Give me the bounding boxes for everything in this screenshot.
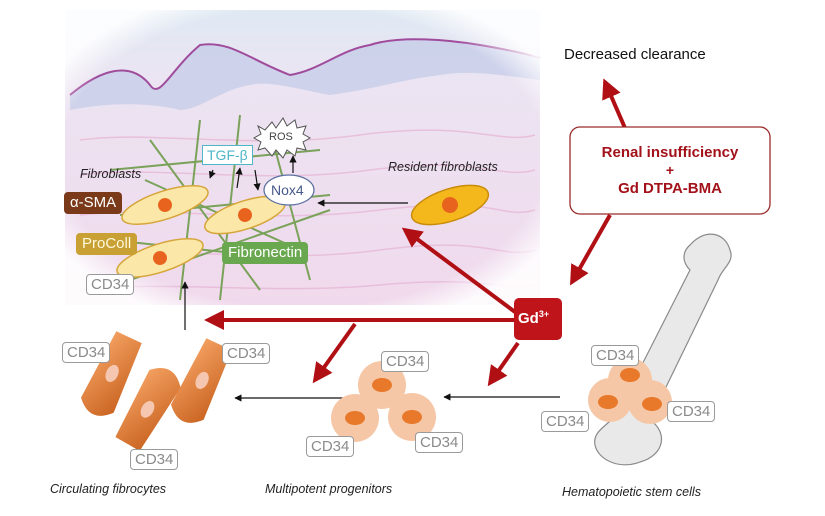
nox4-ellipse (263, 174, 315, 206)
cd34-badge: CD34 (381, 351, 430, 372)
resident-fibroblast-cell (410, 184, 490, 226)
fibronectin-label: Fibronectin (222, 242, 309, 264)
renal-box (569, 126, 771, 215)
gd-box (514, 298, 562, 340)
differentiation-arrows (234, 393, 560, 402)
multipotent-progenitors-label: Multipotent progenitors (265, 482, 393, 496)
gd-dtpa-bma-label: Gd DTPA-BMA (618, 180, 722, 197)
gd-charge: 3+ (538, 309, 550, 319)
cd34-badge: CD34 (541, 411, 590, 432)
fibrocyte-cell (115, 368, 181, 451)
fibrocyte-cell (171, 338, 232, 423)
circulating-fibrocyte-cells (81, 331, 232, 451)
cd34-badge: CD34 (591, 345, 640, 366)
cd34-badge: CD34 (667, 401, 716, 422)
cd34-badge: CD34 (222, 343, 271, 364)
fibroblast-cells (116, 184, 286, 279)
tgf-beta-label: TGF-β (202, 145, 253, 165)
cd34-badge: CD34 (62, 342, 111, 363)
alpha-sma-label: α-SMA (64, 192, 123, 214)
cd34-badge: CD34 (306, 436, 355, 457)
fibroblasts-label: Fibroblasts (80, 167, 142, 181)
gd-arrows (204, 78, 627, 387)
cd34-badge: CD34 (130, 449, 179, 470)
circulating-fibrocytes-label: Circulating fibrocytes (50, 482, 167, 496)
progenitor-cells (331, 361, 436, 442)
fibroblast-cell (204, 195, 286, 235)
fibrocyte-cell (81, 331, 142, 416)
cd34-badge: CD34 (415, 432, 464, 453)
resident-fibroblasts-label: Resident fibroblasts (388, 160, 498, 174)
gd-text: Gd (518, 310, 539, 327)
renal-insufficiency-label: Renal insufficiency (601, 144, 739, 161)
signaling-arrows (181, 155, 408, 330)
stem-cells (588, 358, 672, 424)
hematopoietic-stem-cells-label: Hematopoietic stem cells (562, 485, 701, 499)
fibroblast-cell (121, 184, 209, 226)
gd3-label: Gd3+ (518, 309, 549, 327)
ros-label: ROS (269, 131, 293, 143)
fibroblast-cell (116, 237, 204, 279)
plus-label: + (665, 162, 675, 178)
ros-burst (252, 117, 312, 159)
nox4-label: Nox4 (271, 182, 304, 198)
cd34-badge: CD34 (86, 274, 135, 295)
decreased-clearance-label: Decreased clearance (564, 46, 706, 63)
procoll-label: ProColl (76, 233, 138, 255)
